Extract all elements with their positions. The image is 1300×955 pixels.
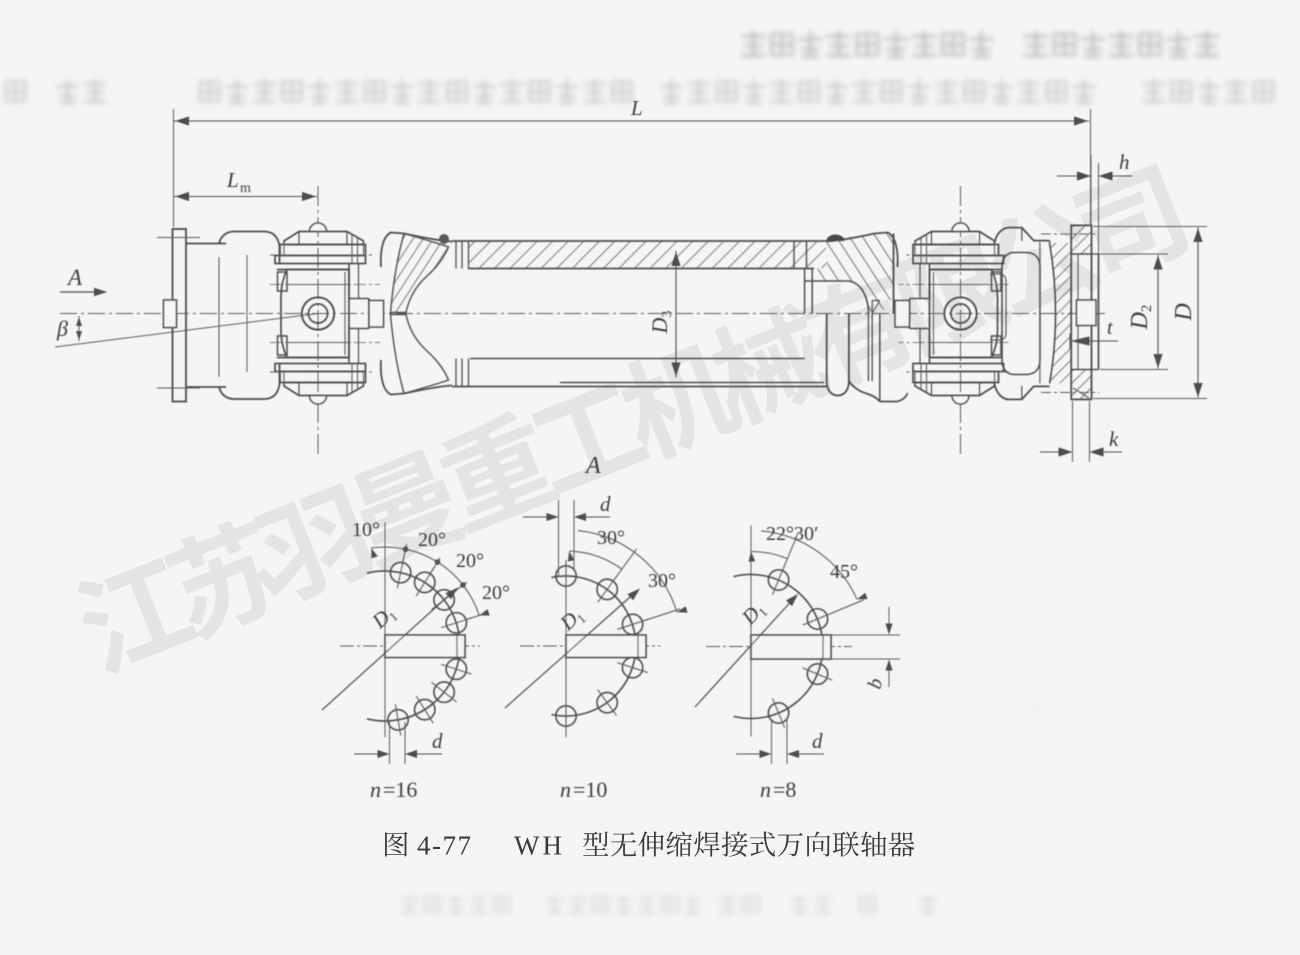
svg-text:k: k: [1109, 427, 1119, 451]
svg-text:d: d: [432, 729, 443, 753]
svg-text:L: L: [226, 168, 239, 192]
svg-text:β: β: [56, 316, 68, 341]
svg-text:h: h: [1119, 150, 1130, 174]
svg-text:n: n: [560, 777, 571, 802]
svg-text:20°: 20°: [482, 582, 510, 604]
svg-text:10°: 10°: [352, 519, 380, 541]
svg-text:n: n: [760, 777, 771, 802]
svg-text:WH: WH: [514, 831, 565, 861]
svg-text:d: d: [812, 729, 823, 753]
svg-text:L: L: [630, 96, 643, 120]
svg-text:22°30′: 22°30′: [766, 523, 818, 545]
svg-text:20°: 20°: [418, 529, 446, 551]
svg-text:4-77: 4-77: [417, 831, 473, 861]
svg-text:m: m: [240, 181, 251, 196]
svg-text:D: D: [1171, 303, 1197, 321]
svg-text:t: t: [1107, 317, 1113, 339]
svg-text:=10: =10: [573, 777, 607, 802]
svg-text:30°: 30°: [648, 570, 676, 592]
svg-text:=8: =8: [773, 777, 796, 802]
svg-text:30°: 30°: [597, 527, 625, 549]
svg-text:d: d: [600, 492, 611, 516]
svg-text:A: A: [584, 453, 601, 479]
svg-text:45°: 45°: [830, 561, 858, 583]
svg-text:A: A: [66, 265, 83, 290]
svg-text:n: n: [370, 777, 381, 802]
svg-text:20°: 20°: [456, 550, 484, 572]
svg-text:=16: =16: [383, 777, 417, 802]
